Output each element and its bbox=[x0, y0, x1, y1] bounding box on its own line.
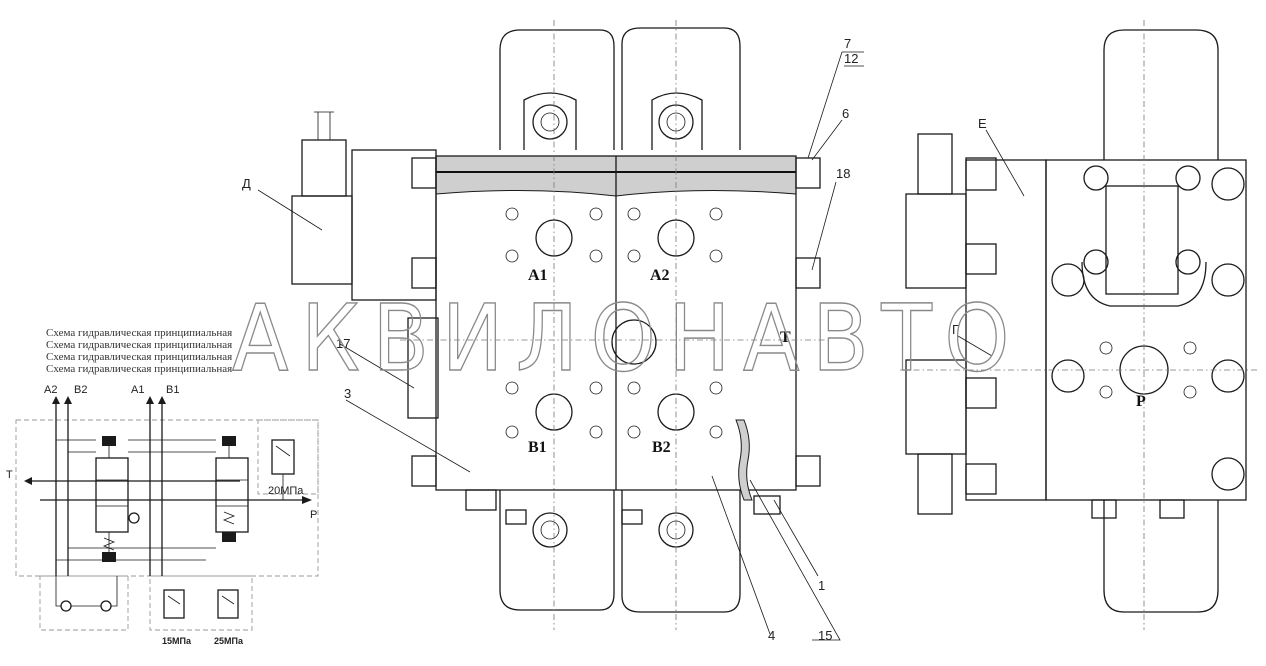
caption-line-4: Схема гидравлическая принципиальная bbox=[46, 363, 232, 375]
schematic-port-t: T bbox=[6, 469, 13, 481]
schematic-port-p: P bbox=[310, 509, 317, 521]
schematic-port-a2: A2 bbox=[44, 384, 57, 396]
callout-1: 1 bbox=[818, 578, 825, 593]
caption-line-3: Схема гидравлическая принципиальная bbox=[46, 351, 232, 363]
port-b2: B2 bbox=[652, 439, 671, 456]
callout-18: 18 bbox=[836, 166, 850, 181]
callout-g: Г bbox=[952, 322, 959, 337]
port-t: T bbox=[780, 329, 791, 346]
callout-6: 6 bbox=[842, 106, 849, 121]
side-view: P Е Г bbox=[900, 20, 1260, 630]
callout-15: 15 bbox=[818, 628, 832, 643]
caption-line-2: Схема гидравлическая принципиальная bbox=[46, 339, 232, 351]
port-p: P bbox=[1136, 393, 1146, 410]
port-a2: A2 bbox=[650, 267, 670, 284]
relief-main-label: 20МПа bbox=[268, 485, 304, 497]
schematic-port-a1: A1 bbox=[131, 384, 144, 396]
front-view: A1 A2 B1 B2 T 7 12 6 18 17 3 1 4 15 Д bbox=[242, 20, 864, 643]
callout-d: Д bbox=[242, 176, 251, 191]
callout-17: 17 bbox=[336, 336, 350, 351]
watermark: АКВИЛОНАВТО bbox=[232, 285, 1022, 392]
relief-2-label: 25МПа bbox=[214, 636, 244, 646]
callout-e: Е bbox=[978, 116, 987, 131]
port-a1: A1 bbox=[528, 267, 548, 284]
caption-line-1: Схема гидравлическая принципиальная bbox=[46, 327, 232, 339]
callout-3: 3 bbox=[344, 386, 351, 401]
schematic-port-b1: B1 bbox=[166, 384, 179, 396]
port-b1: B1 bbox=[528, 439, 547, 456]
callout-12: 12 bbox=[844, 51, 858, 66]
hydraulic-schematic: A2 B2 A1 B1 T P 20МПа bbox=[6, 384, 319, 646]
relief-1-label: 15МПа bbox=[162, 636, 192, 646]
callout-7: 7 bbox=[844, 36, 851, 51]
callout-4: 4 bbox=[768, 628, 775, 643]
schematic-port-b2: B2 bbox=[74, 384, 87, 396]
caption-block: Схема гидравлическая принципиальная Схем… bbox=[46, 327, 232, 375]
